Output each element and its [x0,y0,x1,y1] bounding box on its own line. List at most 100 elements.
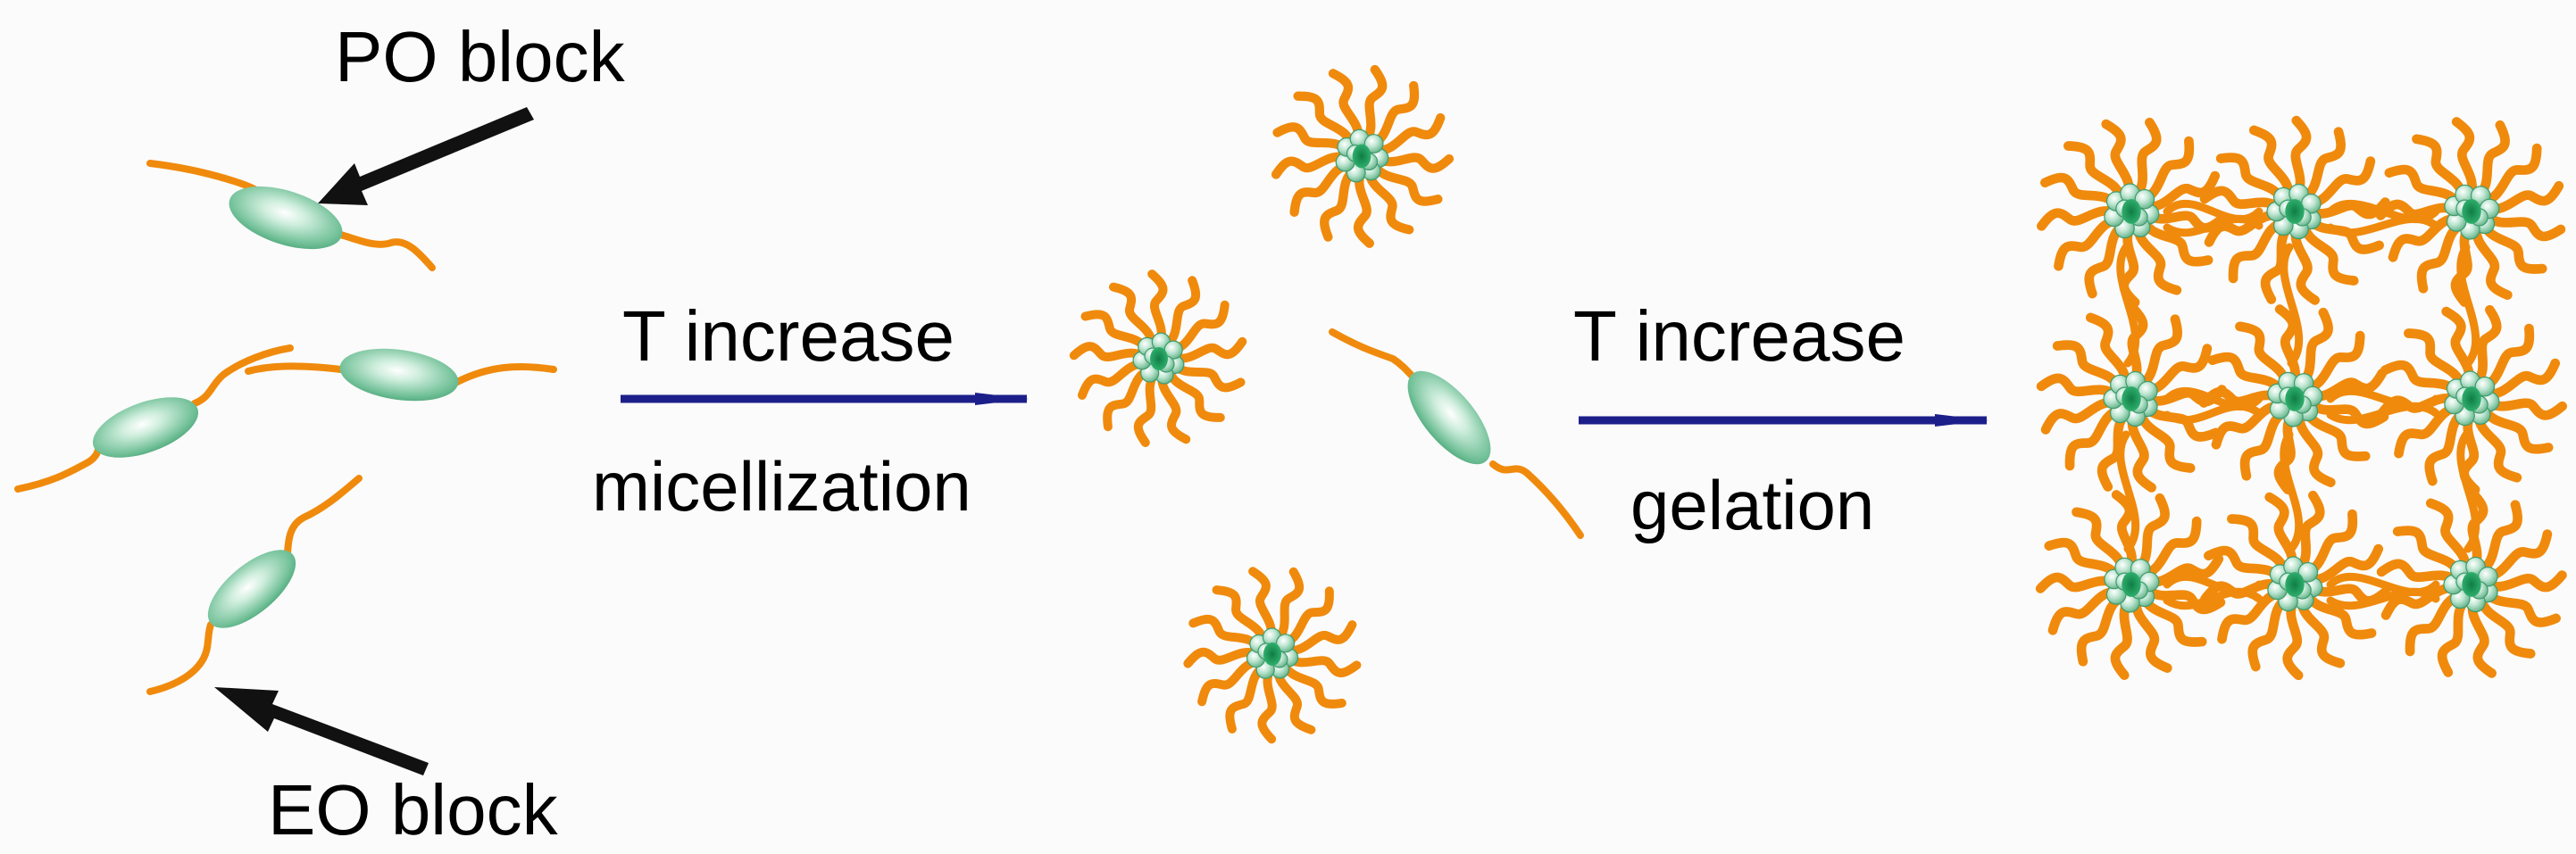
eo-arm [2301,404,2371,461]
eo-arm [2054,214,2123,271]
eo-arm [2228,217,2288,284]
eo-arm [2063,141,2127,205]
eo-arm [2480,529,2553,582]
eo-arm [2131,593,2172,673]
eo-arm [2412,134,2468,204]
eo-arm [1080,310,1152,356]
eo-arm [2404,328,2467,393]
gel-micelle [2035,490,2226,680]
gel-micelle [2377,304,2567,495]
eo-arm [2084,220,2129,299]
micelle-core [2462,386,2481,411]
eo-arm [2111,490,2137,575]
eo-arm [1371,153,1455,173]
gelation-condition-label: T increase [1573,296,1906,376]
eo-arm [2141,209,2227,233]
eo-arm [2304,543,2384,585]
free-micelle [1069,269,1247,447]
eo-arm [2384,164,2463,210]
eo-arm [2478,217,2547,274]
eo-arm [2394,402,2463,459]
eo-arm [2138,590,2207,647]
eo-arm [2260,220,2295,304]
eo-arm [2478,143,2542,207]
eo-arm [2405,590,2465,657]
eo-arm [2141,553,2224,587]
gel-bridge [2456,243,2480,368]
eo-block-tail [1489,460,1584,539]
eo-arm [1168,336,1247,363]
eo-block-label: EO block [268,770,558,850]
eo-arm [1363,164,1414,235]
eo-arm [2130,117,2162,202]
po-block-ellipse [92,397,199,458]
eo-arm [2273,409,2297,494]
eo-arm [2479,402,2554,454]
eo-arm [2301,330,2365,394]
eo-arm [2296,307,2333,390]
copolymer-chain [1329,328,1584,539]
po-block-label: PO block [335,17,625,96]
eo-arm [2425,498,2471,576]
eo-arm [2247,593,2292,672]
micelle-core [2285,386,2305,411]
eo-arm [1279,659,1346,709]
eo-arm [1293,91,1356,151]
gel-micelle [2375,117,2566,307]
eo-arm [2377,394,2462,419]
gel-micelle [2036,303,2227,493]
micelle-core [1263,643,1281,666]
eo-arm [2282,594,2304,681]
eo-arm [2467,488,2488,575]
eo-arm [1281,652,1362,677]
eo-arm [2474,500,2522,576]
eo-arm [2133,220,2182,295]
eo-arm [1161,276,1201,351]
eo-arm [2473,408,2522,483]
eo-arm [2127,409,2156,493]
eo-arm [2305,197,2390,220]
eo-arm [2199,186,2285,213]
micelle-core [2285,199,2305,224]
eo-arm [1320,164,1360,242]
eo-arm [2294,490,2325,575]
eo-arm [1133,368,1161,447]
eo-arm [1371,112,1446,155]
eo-arm [2204,210,2285,247]
eo-arm [1328,69,1363,147]
eo-block-tail [146,621,214,695]
eo-arm [2477,323,2535,393]
eo-arm [1157,368,1191,444]
eo-arm [1360,64,1388,147]
micelle-core [1352,144,1371,169]
copolymer-chain [146,475,363,695]
eo-arm [1078,359,1151,400]
eo-arm [2248,125,2294,203]
eo-arm [1225,661,1270,734]
eo-arm [2437,593,2472,677]
free-micelle [1183,567,1362,744]
eo-arm [2200,579,2285,604]
eo-arm [1163,364,1225,422]
free-micelles [1069,64,1455,744]
free-micelle [1271,64,1455,248]
eo-arm [2227,514,2290,578]
eo-arm [2052,340,2125,394]
eo-arm [1069,342,1150,362]
eo-arm [2235,321,2291,392]
eo-arm [1103,365,1155,432]
eo-arm [2119,221,2140,308]
eo-arm [2305,368,2388,402]
micelle-core [1150,347,1168,370]
eo-arm [2110,594,2134,680]
eo-arm [2302,588,2377,640]
eo-block-tail [284,475,363,557]
po-block-ellipse [207,550,296,628]
eo-arm [1353,166,1374,248]
eo-arm [1212,585,1269,648]
eo-arm [2297,127,2346,203]
eo-block-tail [191,344,294,407]
eo-arm [2264,492,2297,575]
